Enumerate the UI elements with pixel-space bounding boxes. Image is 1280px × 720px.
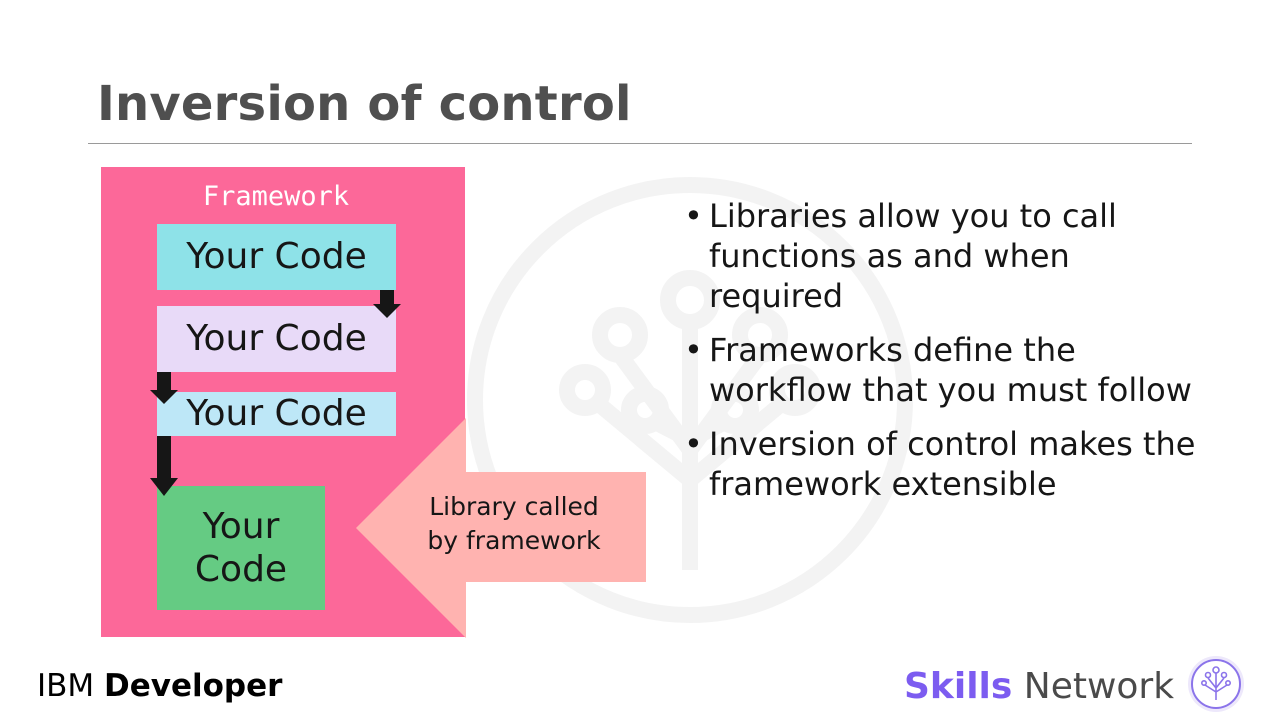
code-box-4-label: Your Code — [194, 505, 288, 590]
bullet-text: Inversion of control makes the framework… — [709, 425, 1196, 503]
ibm-developer-logo-bold: Developer — [104, 668, 283, 704]
code-box-4: Your Code — [157, 486, 325, 610]
slide-title: Inversion of control — [97, 76, 632, 132]
bullet-dot-icon: • — [684, 331, 703, 369]
code-box-1: Your Code — [157, 224, 396, 290]
bullet-text: Libraries allow you to call functions as… — [709, 197, 1117, 315]
bullet-item: •Inversion of control makes the framewor… — [684, 424, 1204, 504]
code-box-3: Your Code — [157, 392, 396, 436]
bullet-text: Frameworks define the workflow that you … — [709, 331, 1192, 409]
ibm-developer-logo-regular: IBM — [37, 668, 105, 704]
bullet-dot-icon: • — [684, 197, 703, 235]
skills-network-icon — [1188, 656, 1244, 712]
bullet-item: •Libraries allow you to call functions a… — [684, 196, 1204, 316]
skills-network-logo: Skills Network — [904, 666, 1174, 707]
ibm-developer-logo: IBM Developer — [37, 668, 282, 704]
skills-network-logo-regular: Network — [1012, 666, 1175, 707]
framework-label: Framework — [202, 181, 350, 212]
skills-network-logo-bold: Skills — [904, 666, 1013, 707]
bullet-dot-icon: • — [684, 425, 703, 463]
code-box-2: Your Code — [157, 306, 396, 372]
title-divider — [88, 143, 1192, 144]
bullet-list: •Libraries allow you to call functions a… — [684, 196, 1204, 518]
bullet-item: •Frameworks define the workflow that you… — [684, 330, 1204, 410]
library-called-label: Library called by framework — [427, 492, 601, 555]
